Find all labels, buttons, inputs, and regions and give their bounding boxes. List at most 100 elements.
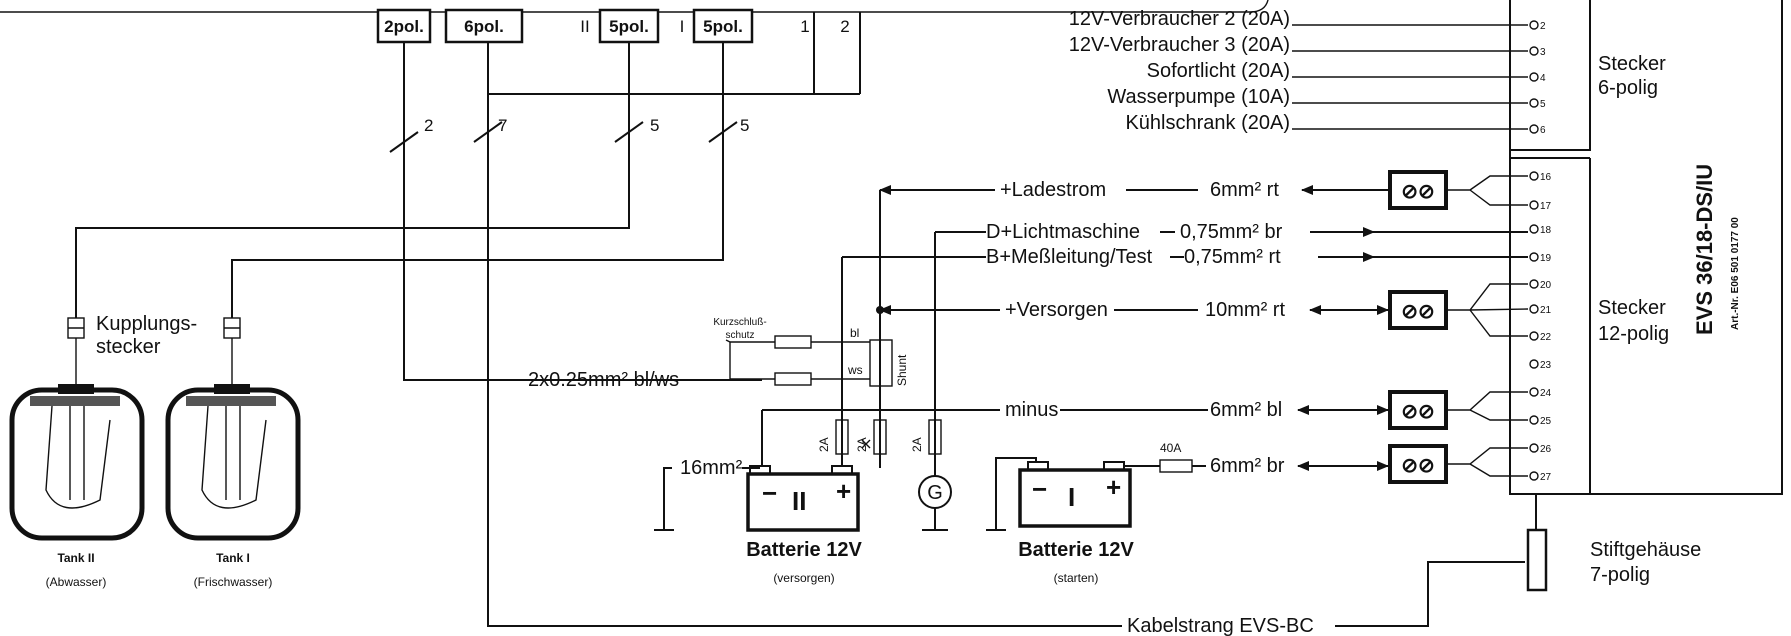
bplus-wire: 0,75mm² rt <box>1184 246 1281 268</box>
svg-text:−: − <box>1032 474 1047 504</box>
tank-1: Tank I (Frischwasser) <box>165 317 301 589</box>
kupplung-label-2: stecker <box>96 336 161 358</box>
stift-label-2: 7-polig <box>1590 564 1650 586</box>
svg-text:bl: bl <box>850 326 859 340</box>
wire-5pol-b-count: 5 <box>740 116 749 135</box>
wire-6pol-harness <box>487 42 1122 627</box>
wire-2pol <box>403 42 762 381</box>
svg-text:27: 27 <box>1540 472 1552 483</box>
svg-text:⊘⊘: ⊘⊘ <box>1401 401 1435 423</box>
svg-text:⊘⊘: ⊘⊘ <box>1401 181 1435 203</box>
versorgen-wire: 10mm² rt <box>1205 299 1285 321</box>
svg-text:18: 18 <box>1540 225 1552 236</box>
panel-outline <box>0 0 1269 13</box>
connector-row: 2pol. 6pol. II 5pol. I 5pol. 1 2 <box>376 8 850 44</box>
signal-versorgen: +Versorgen 10mm² rt <box>879 299 1389 321</box>
svg-text:4: 4 <box>1540 73 1546 84</box>
svg-text:ws: ws <box>847 363 863 377</box>
svg-text:19: 19 <box>1540 253 1552 264</box>
svg-text:5: 5 <box>1540 99 1546 110</box>
plug-12pol-outline <box>1510 157 1591 494</box>
svg-text:I: I <box>1068 482 1075 512</box>
pins-6pol: 2 3 4 5 6 <box>1529 20 1546 136</box>
signal-bplus: B+Meßleitung/Test 0,75mm² rt <box>986 246 1528 268</box>
stecker6-label-2: 6-polig <box>1598 77 1658 99</box>
svg-text:21: 21 <box>1540 305 1552 316</box>
terminal-block-ladestrom: ⊘⊘ <box>1388 170 1528 210</box>
svg-text:−: − <box>762 478 777 508</box>
svg-text:22: 22 <box>1540 332 1552 343</box>
versorgen-label: +Versorgen <box>1005 299 1108 321</box>
connector-roman-2: II <box>580 17 589 36</box>
battery-1: − I + Batterie 12V (starten) <box>986 457 1134 585</box>
svg-text:17: 17 <box>1540 201 1552 212</box>
stift-label-1: Stiftgehäuse <box>1590 539 1701 561</box>
consumer-kuehlschrank: Kühlschrank (20A) <box>1125 112 1290 134</box>
kurzschluss-fuse-icon <box>774 335 812 349</box>
tank-2-sub: (Abwasser) <box>46 575 107 589</box>
svg-text:+: + <box>1106 472 1121 502</box>
consumer-v3: 12V-Verbraucher 3 (20A) <box>1069 34 1290 56</box>
consumer-wasserpumpe: Wasserpumpe (10A) <box>1107 86 1290 108</box>
battery-2-cable: 16mm² <box>680 457 743 479</box>
start-wire: 6mm² br <box>1210 455 1285 477</box>
wire-6pol-count: 7 <box>498 116 507 135</box>
terminal-block-versorgen: ⊘⊘ <box>1388 283 1529 337</box>
harness-label: Kabelstrang EVS-BC <box>1127 615 1314 636</box>
wire-6pol-count-tick <box>473 121 503 143</box>
battery-2-name: Batterie 12V <box>746 539 862 561</box>
terminal-block-start: ⊘⊘ <box>1388 444 1528 484</box>
device-artnr: Art.-Nr. E06 501 0177 00 <box>1730 217 1741 330</box>
minus-label: minus <box>1005 399 1058 421</box>
stecker12-label-1: Stecker <box>1598 297 1666 319</box>
connector-num-2: 2 <box>840 17 849 36</box>
battery-2-sub: (versorgen) <box>773 571 834 585</box>
wire-2pol-count: 2 <box>424 116 433 135</box>
svg-text:+: + <box>836 476 851 506</box>
signal-start: 40A 6mm² br <box>1114 441 1389 477</box>
plug-6pol-outline <box>1509 0 1591 151</box>
connector-num-1: 1 <box>800 17 809 36</box>
connector-6pol <box>444 8 524 44</box>
device-name: EVS 36/18-DS/IU <box>1692 164 1717 335</box>
svg-text:20: 20 <box>1540 280 1552 291</box>
signal-dplus: D+Lichtmaschine 0,75mm² br <box>986 221 1528 243</box>
svg-text:26: 26 <box>1540 444 1552 455</box>
wire-harness-to-stift <box>1335 561 1525 627</box>
battery-fuses: 2A 2A 2A <box>817 419 942 492</box>
wire-5pol-b <box>231 42 724 318</box>
shunt-icon <box>869 339 893 387</box>
connector-5pol-b-label: 5pol. <box>703 17 743 36</box>
connector-2pol-label: 2pol. <box>384 17 424 36</box>
svg-text:2A: 2A <box>817 437 831 452</box>
stecker6-label-1: Stecker <box>1598 53 1666 75</box>
svg-text:2: 2 <box>1540 21 1546 32</box>
connector-6pol-label: 6pol. <box>464 17 504 36</box>
wire-5pol-a-count: 5 <box>650 116 659 135</box>
wire-5pol-a <box>75 42 630 318</box>
svg-text:G: G <box>927 482 943 504</box>
feeder-dplus <box>934 231 986 425</box>
svg-text:6: 6 <box>1540 125 1546 136</box>
fuse-40a-label: 40A <box>1160 441 1181 455</box>
pins-12pol: 16 17 18 19 20 21 22 23 24 25 26 27 <box>1529 171 1552 483</box>
ladestrom-wire: 6mm² rt <box>1210 179 1279 201</box>
generator: G <box>918 475 952 531</box>
kupplung-label-1: Kupplungs- <box>96 313 197 335</box>
svg-text:16: 16 <box>1540 172 1552 183</box>
svg-text:⊘⊘: ⊘⊘ <box>1401 301 1435 323</box>
dplus-label: D+Lichtmaschine <box>986 221 1140 243</box>
fuse-40a-icon <box>1159 459 1193 473</box>
connector-5pol-a-label: 5pol. <box>609 17 649 36</box>
svg-text:24: 24 <box>1540 388 1552 399</box>
tank-1-sub: (Frischwasser) <box>194 575 273 589</box>
feeder-bplus <box>841 256 986 420</box>
svg-text:schutz: schutz <box>726 330 755 341</box>
bplus-label: B+Meßleitung/Test <box>986 246 1153 268</box>
sensor-fuse-icon <box>774 372 812 386</box>
svg-text:Kurzschluß-: Kurzschluß- <box>713 317 766 328</box>
svg-text:3: 3 <box>1540 47 1546 58</box>
minus-wire: 6mm² bl <box>1210 399 1282 421</box>
device-outline <box>1509 0 1783 495</box>
